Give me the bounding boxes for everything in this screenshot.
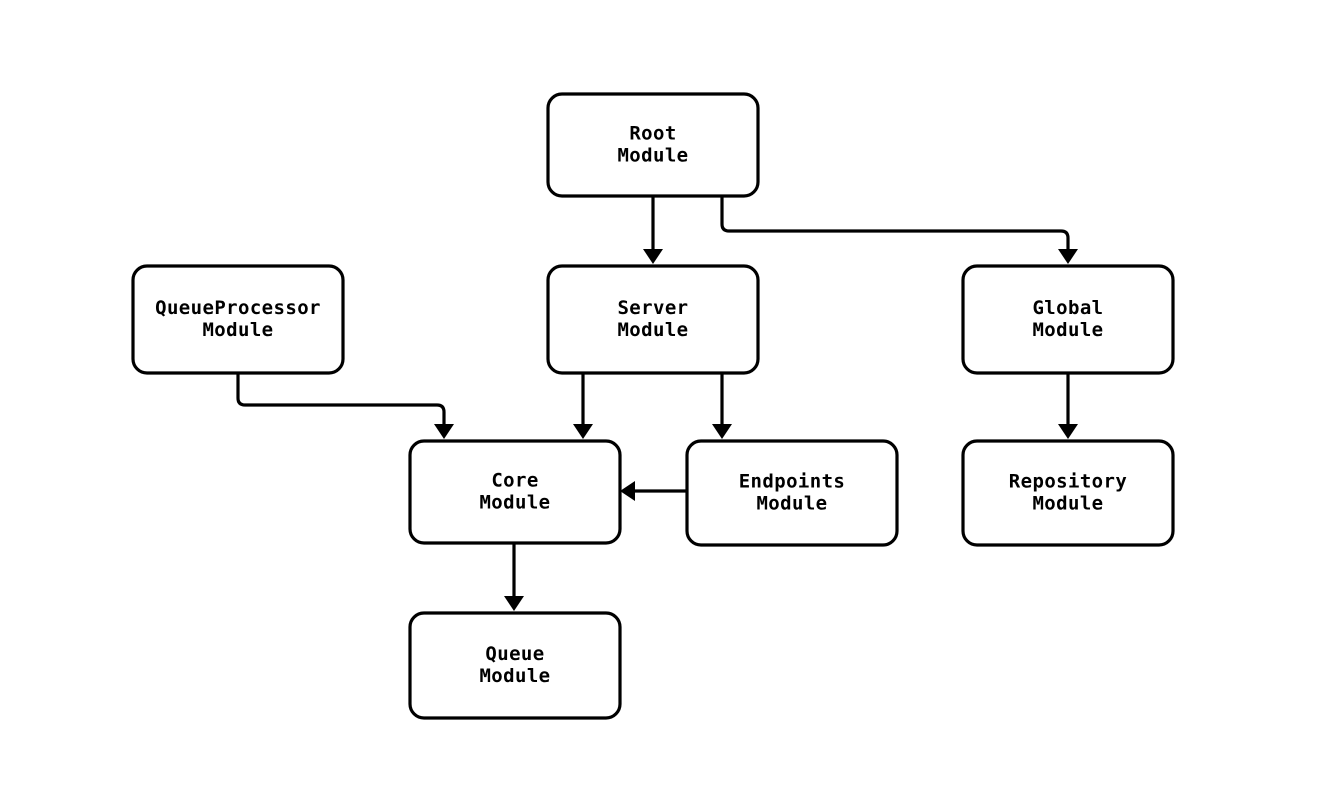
queueprocessor-module-node-label-line1: QueueProcessor [155,297,321,319]
queueprocessor-module-node-label-line2: Module [202,319,273,341]
edge-core-to-queue-arrowhead [504,596,524,611]
edges-layer [236,196,1078,611]
global-module-node-rect[interactable] [961,264,1175,375]
edge-endpoints-to-core-arrowhead [620,481,635,501]
root-module-node-rect[interactable] [546,92,760,198]
edge-endpoints-to-core [620,481,687,501]
queue-module-node-label-line1: Queue [485,643,544,665]
edge-queueprocessor-to-core-arrowhead [434,424,454,439]
edge-global-to-repository-arrowhead [1058,424,1078,439]
edge-server-to-core [573,373,593,439]
nodes-layer: RootModuleQueueProcessorModuleServerModu… [131,92,1175,720]
edge-root-to-global-line [720,196,1070,258]
edge-core-to-queue [504,543,524,611]
edge-global-to-repository [1058,373,1078,439]
edge-queueprocessor-to-core-line [236,373,446,433]
repository-module-node-label-line1: Repository [1009,471,1127,493]
edge-queueprocessor-to-core [236,373,454,439]
queue-module-node-label-line2: Module [479,665,550,687]
edge-server-to-endpoints-arrowhead [712,424,732,439]
endpoints-module-node-rect[interactable] [685,439,899,547]
repository-module-node-label-line2: Module [1032,493,1103,515]
core-module-node-label-line1: Core [491,470,538,492]
root-module-node-label-line2: Module [617,145,688,167]
server-module-node-rect[interactable] [546,264,760,375]
core-module-node-rect[interactable] [408,439,622,545]
endpoints-module-node-label-line2: Module [756,493,827,515]
server-module-node-label-line1: Server [617,297,688,319]
edge-root-to-server-arrowhead [643,249,663,264]
edge-root-to-global [720,196,1078,264]
queueprocessor-module-node-rect[interactable] [131,264,345,375]
endpoints-module-node-label-line1: Endpoints [739,471,846,493]
edge-root-to-server [643,196,663,264]
edge-server-to-core-arrowhead [573,424,593,439]
repository-module-node-rect[interactable] [961,439,1175,547]
edge-root-to-global-arrowhead [1058,249,1078,264]
server-module-node-label-line2: Module [617,319,688,341]
core-module-node-label-line2: Module [479,492,550,514]
root-module-node-label-line1: Root [629,123,676,145]
edge-server-to-endpoints [712,373,732,439]
queue-module-node-rect[interactable] [408,611,622,720]
global-module-node-label-line2: Module [1032,319,1103,341]
global-module-node-label-line1: Global [1032,297,1103,319]
